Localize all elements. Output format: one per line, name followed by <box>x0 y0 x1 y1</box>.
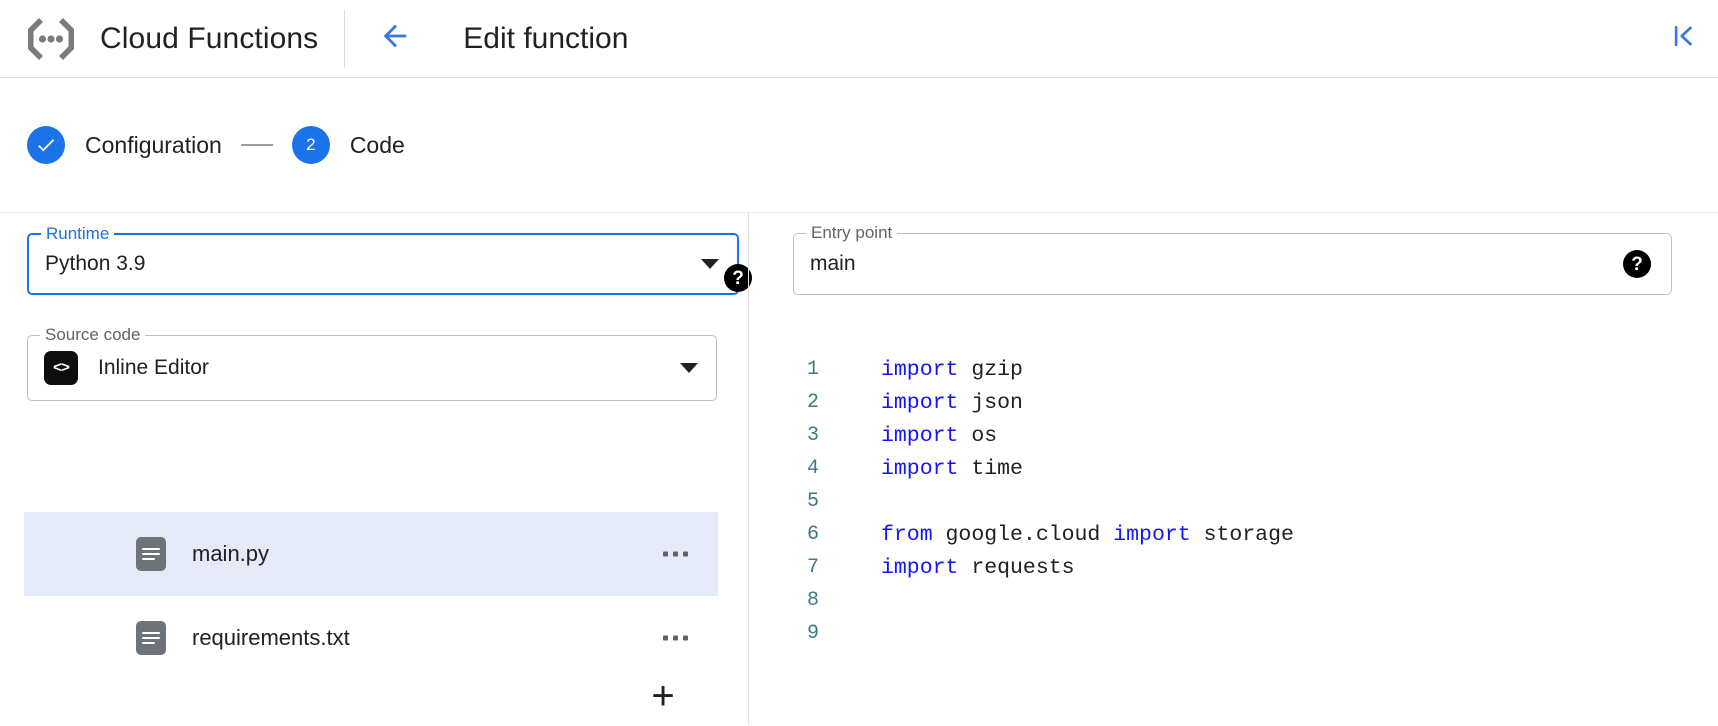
source-code-value: Inline Editor <box>98 356 209 379</box>
collapse-panel-left-icon <box>1668 21 1698 56</box>
file-name: requirements.txt <box>192 625 350 650</box>
code-line: 9 <box>749 617 1718 650</box>
runtime-help-icon[interactable]: ? <box>724 264 752 292</box>
right-panel: Entry point main ? 1 import gzip 2 import j… <box>748 213 1718 725</box>
step-code[interactable]: 2 Code <box>291 126 405 164</box>
code-brackets-icon: <> <box>44 351 78 385</box>
file-icon <box>136 537 166 571</box>
code-line-text: import time <box>881 456 1023 481</box>
code-editor[interactable]: 1 import gzip 2 import json 3 import os 4 impor… <box>749 335 1718 725</box>
step-configuration-label: Configuration <box>85 131 222 158</box>
step-code-marker: 2 <box>291 126 330 164</box>
code-line: 3 import os <box>749 419 1718 452</box>
runtime-label: Runtime <box>41 224 115 244</box>
check-icon <box>38 139 55 152</box>
file-list-item-requirements-txt[interactable]: requirements.txt <box>24 596 718 680</box>
code-line: 6 from google.cloud import storage <box>749 518 1718 551</box>
line-number: 8 <box>806 589 819 612</box>
line-number: 2 <box>806 391 819 414</box>
entry-point-row: Entry point main ? <box>793 223 1672 295</box>
add-file-button[interactable]: + <box>651 674 675 718</box>
back-button[interactable] <box>375 19 415 59</box>
runtime-select[interactable]: Runtime Python 3.9 <box>27 224 739 295</box>
brand-area[interactable]: Cloud Functions <box>0 0 342 77</box>
code-line-text: import gzip <box>881 357 1023 382</box>
line-number: 1 <box>806 358 819 381</box>
line-number: 7 <box>806 556 819 579</box>
entry-point-input[interactable]: Entry point main ? <box>793 223 1672 295</box>
line-number: 9 <box>806 622 819 645</box>
line-number: 5 <box>806 490 819 513</box>
step-configuration-marker <box>27 126 65 164</box>
left-panel: Runtime Python 3.9 ? Source code <> Inli… <box>0 213 752 725</box>
code-line: 4 import time <box>749 452 1718 485</box>
runtime-row: Runtime Python 3.9 ? <box>27 224 752 295</box>
entry-point-label: Entry point <box>806 223 898 243</box>
runtime-value: Python 3.9 <box>45 252 146 275</box>
source-code-label: Source code <box>40 325 146 345</box>
header-divider <box>344 9 346 68</box>
code-line: 5 <box>749 485 1718 518</box>
file-name: main.py <box>192 541 270 566</box>
app-header: Cloud Functions Edit function <box>0 0 1718 78</box>
code-line-text: from google.cloud import storage <box>881 522 1294 547</box>
step-code-label: Code <box>349 131 405 158</box>
code-line: 7 import requests <box>749 551 1718 584</box>
file-list-item-main-py[interactable]: main.py <box>24 512 718 596</box>
code-line-text: import os <box>881 423 998 448</box>
chevron-down-icon[interactable] <box>701 259 719 269</box>
code-line-text: import requests <box>881 555 1075 580</box>
brand-title: Cloud Functions <box>100 21 319 55</box>
step-connector <box>240 144 273 146</box>
code-line: 8 <box>749 584 1718 617</box>
chevron-down-icon[interactable] <box>680 363 698 373</box>
wizard-stepper: Configuration 2 Code <box>0 78 1718 213</box>
code-line-text: import json <box>881 390 1023 415</box>
step-configuration[interactable]: Configuration <box>27 126 222 164</box>
collapse-panel-button[interactable] <box>1666 22 1700 56</box>
line-number: 4 <box>806 457 819 480</box>
line-number: 3 <box>806 424 819 447</box>
body-area: Runtime Python 3.9 ? Source code <> Inli… <box>0 213 1718 725</box>
arrow-left-icon <box>378 19 412 58</box>
code-line: 1 import gzip <box>749 353 1718 386</box>
file-list: main.py requirements.txt <box>24 512 718 680</box>
entry-point-help-icon[interactable]: ? <box>1623 250 1651 278</box>
entry-point-value: main <box>810 252 856 275</box>
file-icon <box>136 621 166 655</box>
line-number: 6 <box>806 523 819 546</box>
cloud-functions-logo-icon <box>22 15 80 63</box>
file-row-more-horizontal-icon[interactable] <box>663 635 688 641</box>
code-line: 2 import json <box>749 386 1718 419</box>
file-row-more-horizontal-icon[interactable] <box>663 551 688 557</box>
source-code-select[interactable]: Source code <> Inline Editor <box>27 325 717 401</box>
page-title: Edit function <box>463 21 629 55</box>
